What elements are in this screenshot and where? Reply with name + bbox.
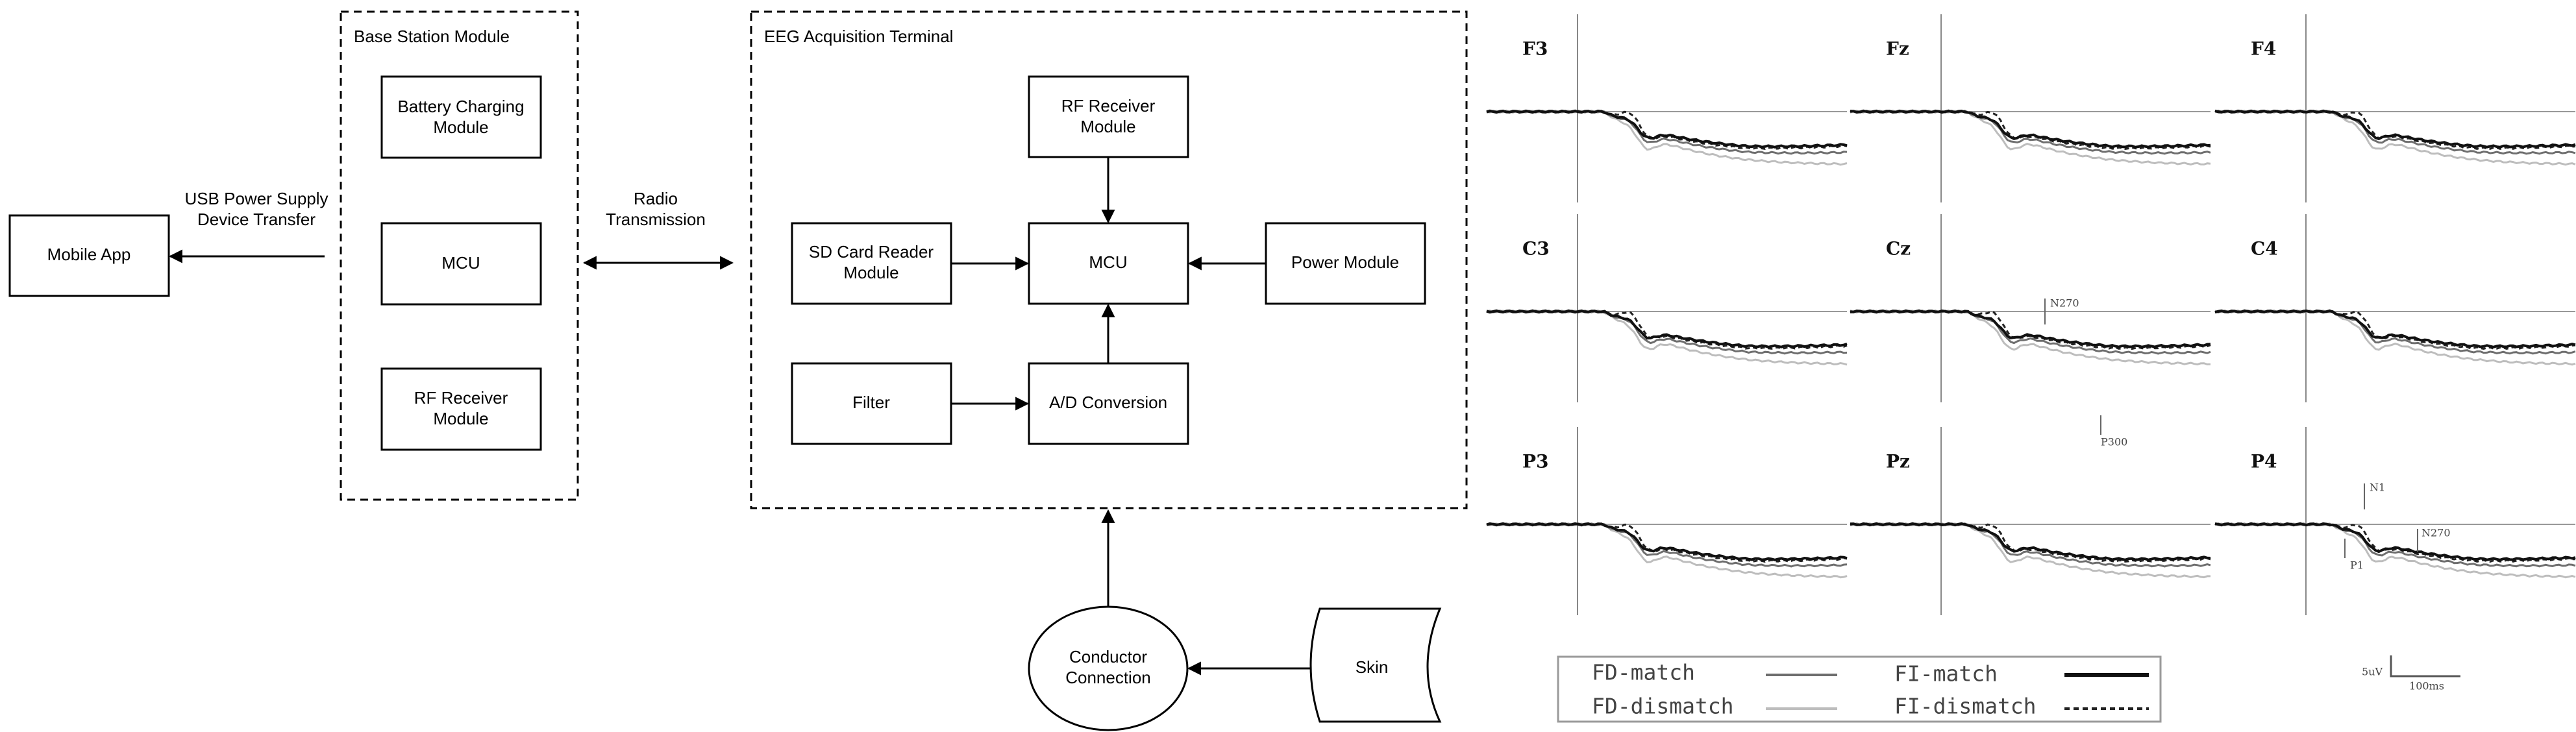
panel-fz-wave-fi-match (1850, 109, 2211, 149)
panel-f3-label: F3 (1522, 38, 1548, 60)
panel-p4-wave-fi-dismatch (2214, 522, 2576, 563)
scale-bar-axes (2390, 655, 2460, 677)
panel-pz-label: Pz (1886, 451, 1910, 472)
panel-c3-wave-fi-dismatch (1486, 310, 1848, 350)
scale-time-label: 100ms (2409, 680, 2444, 692)
panel-fz-wave-fi-dismatch (1850, 110, 2211, 151)
legend-box (1557, 655, 2162, 723)
scale-amplitude-label: 5uV (2362, 666, 2383, 678)
panel-c3-wave-fi-match (1486, 309, 1848, 348)
conductor-label1: Conductor (1069, 647, 1147, 666)
panel-c3-label: C3 (1522, 238, 1550, 260)
panel-p3-label: P3 (1522, 451, 1549, 472)
cz-p300-annotation: P300 (2101, 436, 2127, 448)
eeg-adc-box (1028, 362, 1189, 445)
eeg-rf-label2: Module (1080, 117, 1135, 136)
panel-f4-wave-fi-dismatch (2214, 110, 2576, 150)
base-rf-label2: Module (433, 409, 488, 428)
erp-legend: FD-match FD-dismatch FI-match FI-dismatc… (1557, 655, 2162, 723)
eeg-terminal-title: EEG Acquisition Terminal (764, 27, 953, 46)
panel-cz-wave-fi-match (1850, 309, 2211, 348)
panel-f3-wave-fi-dismatch (1486, 110, 1848, 151)
base-rf-box (380, 367, 542, 451)
eeg-sd-label1: SD Card Reader (809, 242, 934, 262)
battery-module-label2: Module (433, 117, 488, 137)
skin-label: Skin (1356, 657, 1389, 677)
panel-p4-wave-fd-dismatch (2214, 522, 2576, 579)
conductor-label2: Connection (1065, 668, 1151, 687)
skin-shape (1309, 607, 1442, 723)
eeg-adc-label: A/D Conversion (1049, 393, 1167, 412)
battery-module-label1: Battery Charging (397, 97, 524, 116)
panel-cz-wave-fi-dismatch (1850, 310, 2211, 350)
p4-n270-annotation: N270 (2421, 527, 2451, 539)
erp-scale-bar: 5uV 100ms (2362, 655, 2460, 692)
usb-label-line1: USB Power Supply (184, 189, 328, 208)
panel-f4-wave-fd-dismatch (2214, 110, 2576, 166)
base-station-title: Base Station Module (354, 27, 510, 46)
panel-pz-wave-fi-match (1850, 522, 2211, 561)
radio-label-line1: Radio (634, 189, 678, 208)
panel-c3-wave-fd-dismatch (1486, 310, 1848, 366)
panel-p4-wave-fi-match (2214, 522, 2576, 561)
eeg-power-label: Power Module (1291, 252, 1399, 272)
eeg-terminal-frame (750, 10, 1468, 509)
p4-n1-annotation: N1 (2370, 482, 2385, 494)
panel-f4-wave-fi-match (2214, 109, 2576, 149)
p4-p1-annotation: P1 (2350, 559, 2364, 572)
eeg-rf-box (1028, 75, 1189, 158)
base-station-frame (340, 10, 579, 501)
panel-fz-label: Fz (1886, 38, 1909, 60)
legend-fi-dismatch-label: FI-dismatch (1894, 694, 2037, 719)
panel-c4-wave-fi-match (2214, 309, 2576, 348)
panel-p4-label: P4 (2251, 451, 2277, 472)
cz-n270-annotation: N270 (2050, 297, 2079, 310)
panel-pz-wave-fi-dismatch (1850, 522, 2211, 563)
base-rf-label1: RF Receiver (414, 388, 508, 408)
panel-f4-label: F4 (2251, 38, 2276, 60)
legend-fd-match-label: FD-match (1592, 660, 1695, 685)
eeg-filter-box (791, 362, 952, 445)
mobile-app-label: Mobile App (47, 245, 131, 264)
usb-label-line2: Device Transfer (197, 210, 316, 229)
eeg-mcu-label: MCU (1089, 252, 1127, 272)
legend-fd-dismatch-label: FD-dismatch (1592, 694, 1734, 719)
panel-cz-label: Cz (1886, 238, 1911, 260)
panel-f3-wave-fi-match (1486, 109, 1848, 149)
eeg-filter-label: Filter (852, 393, 890, 412)
eeg-rf-label1: RF Receiver (1061, 96, 1156, 116)
battery-module-box (380, 75, 542, 159)
eeg-sd-label2: Module (843, 263, 898, 282)
panel-c4-label: C4 (2251, 238, 2278, 260)
base-mcu-box (380, 222, 542, 306)
base-mcu-label: MCU (441, 253, 480, 273)
block-diagram: Mobile App USB Power Supply Device Trans… (8, 10, 1468, 731)
panel-p3-wave-fi-match (1486, 522, 1848, 561)
radio-label-line2: Transmission (606, 210, 706, 229)
eeg-power-box (1265, 222, 1426, 305)
legend-fi-match-label: FI-match (1894, 661, 1998, 687)
mobile-app-box (8, 214, 170, 297)
